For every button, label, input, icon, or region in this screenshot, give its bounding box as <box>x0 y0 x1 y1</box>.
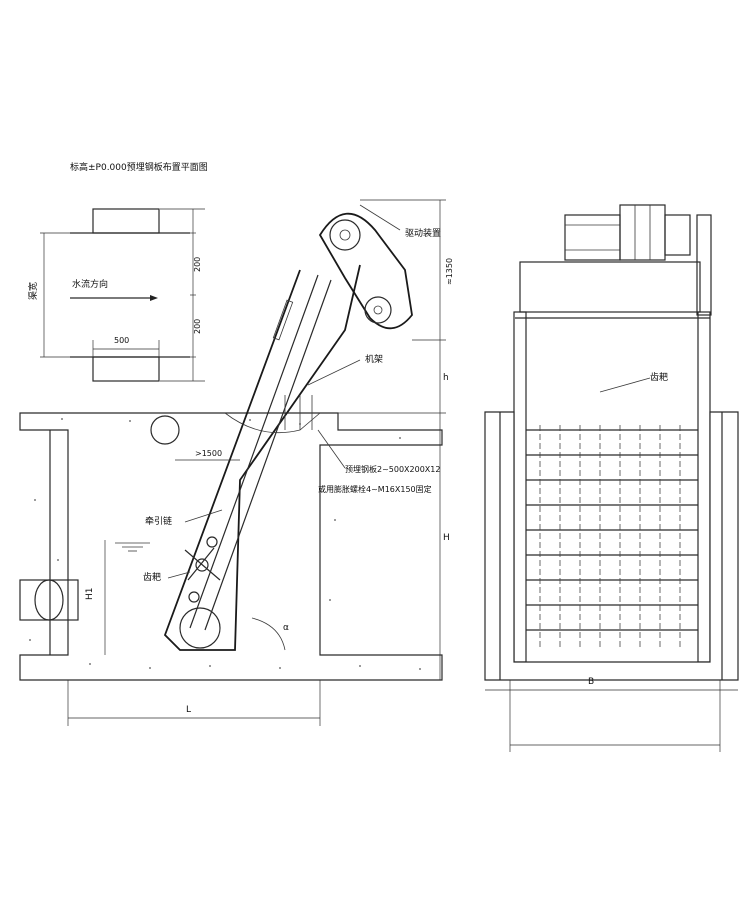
rake-teeth <box>184 536 221 603</box>
angle-label: α <box>283 623 289 633</box>
rake-grid <box>526 425 698 650</box>
plan-view-title: 标高±P0.000预埋钢板布置平面图 <box>70 161 208 173</box>
side-view: α ≈1350 h H H1 L >1500 驱动装置 机架 预埋钢板2~500… <box>19 199 454 726</box>
concrete-channel <box>19 412 443 681</box>
frame-left-column <box>513 311 527 663</box>
drive-cover <box>519 261 701 313</box>
label-embedded-plate: 预埋钢板2~500X200X12 <box>345 464 440 474</box>
concrete-texture <box>29 418 421 670</box>
label-channel-width: 渠宽 <box>27 282 39 300</box>
embedded-plate-top <box>92 208 160 234</box>
dim-1350: ≈1350 <box>445 258 454 285</box>
frame-right-column <box>697 311 711 663</box>
flow-arrow-icon <box>150 295 158 301</box>
front-channel <box>484 411 739 681</box>
label-traction-chain: 牵引链 <box>145 515 172 527</box>
plan-view: 标高±P0.000预埋钢板布置平面图 200 200 渠宽 水流方向 500 <box>27 161 208 382</box>
dim-1500: >1500 <box>195 449 222 458</box>
dim-B: B <box>588 677 594 687</box>
dim-h: h <box>443 373 449 383</box>
label-expansion-bolt: 或用膨胀螺栓4~M16X150固定 <box>318 484 432 494</box>
label-side-rake: 齿耙 <box>143 572 161 583</box>
dim-H1: H1 <box>85 588 95 601</box>
label-front-rake: 齿耙 <box>650 372 668 383</box>
embedded-plate-bottom <box>92 356 160 382</box>
rake-frame <box>163 264 361 651</box>
dim-L: L <box>186 705 191 715</box>
dim-200-bottom: 200 <box>193 319 202 334</box>
dim-H: H <box>443 533 450 543</box>
front-view: 齿耙 B <box>484 204 739 752</box>
dim-500: 500 <box>114 336 129 345</box>
gearbox <box>619 204 666 261</box>
label-frame: 机架 <box>365 353 383 365</box>
dim-200-top: 200 <box>193 257 202 272</box>
drive-housing <box>318 212 413 330</box>
motor <box>564 214 621 261</box>
label-drive-device: 驱动装置 <box>405 227 441 239</box>
label-flow-direction: 水流方向 <box>72 278 108 290</box>
